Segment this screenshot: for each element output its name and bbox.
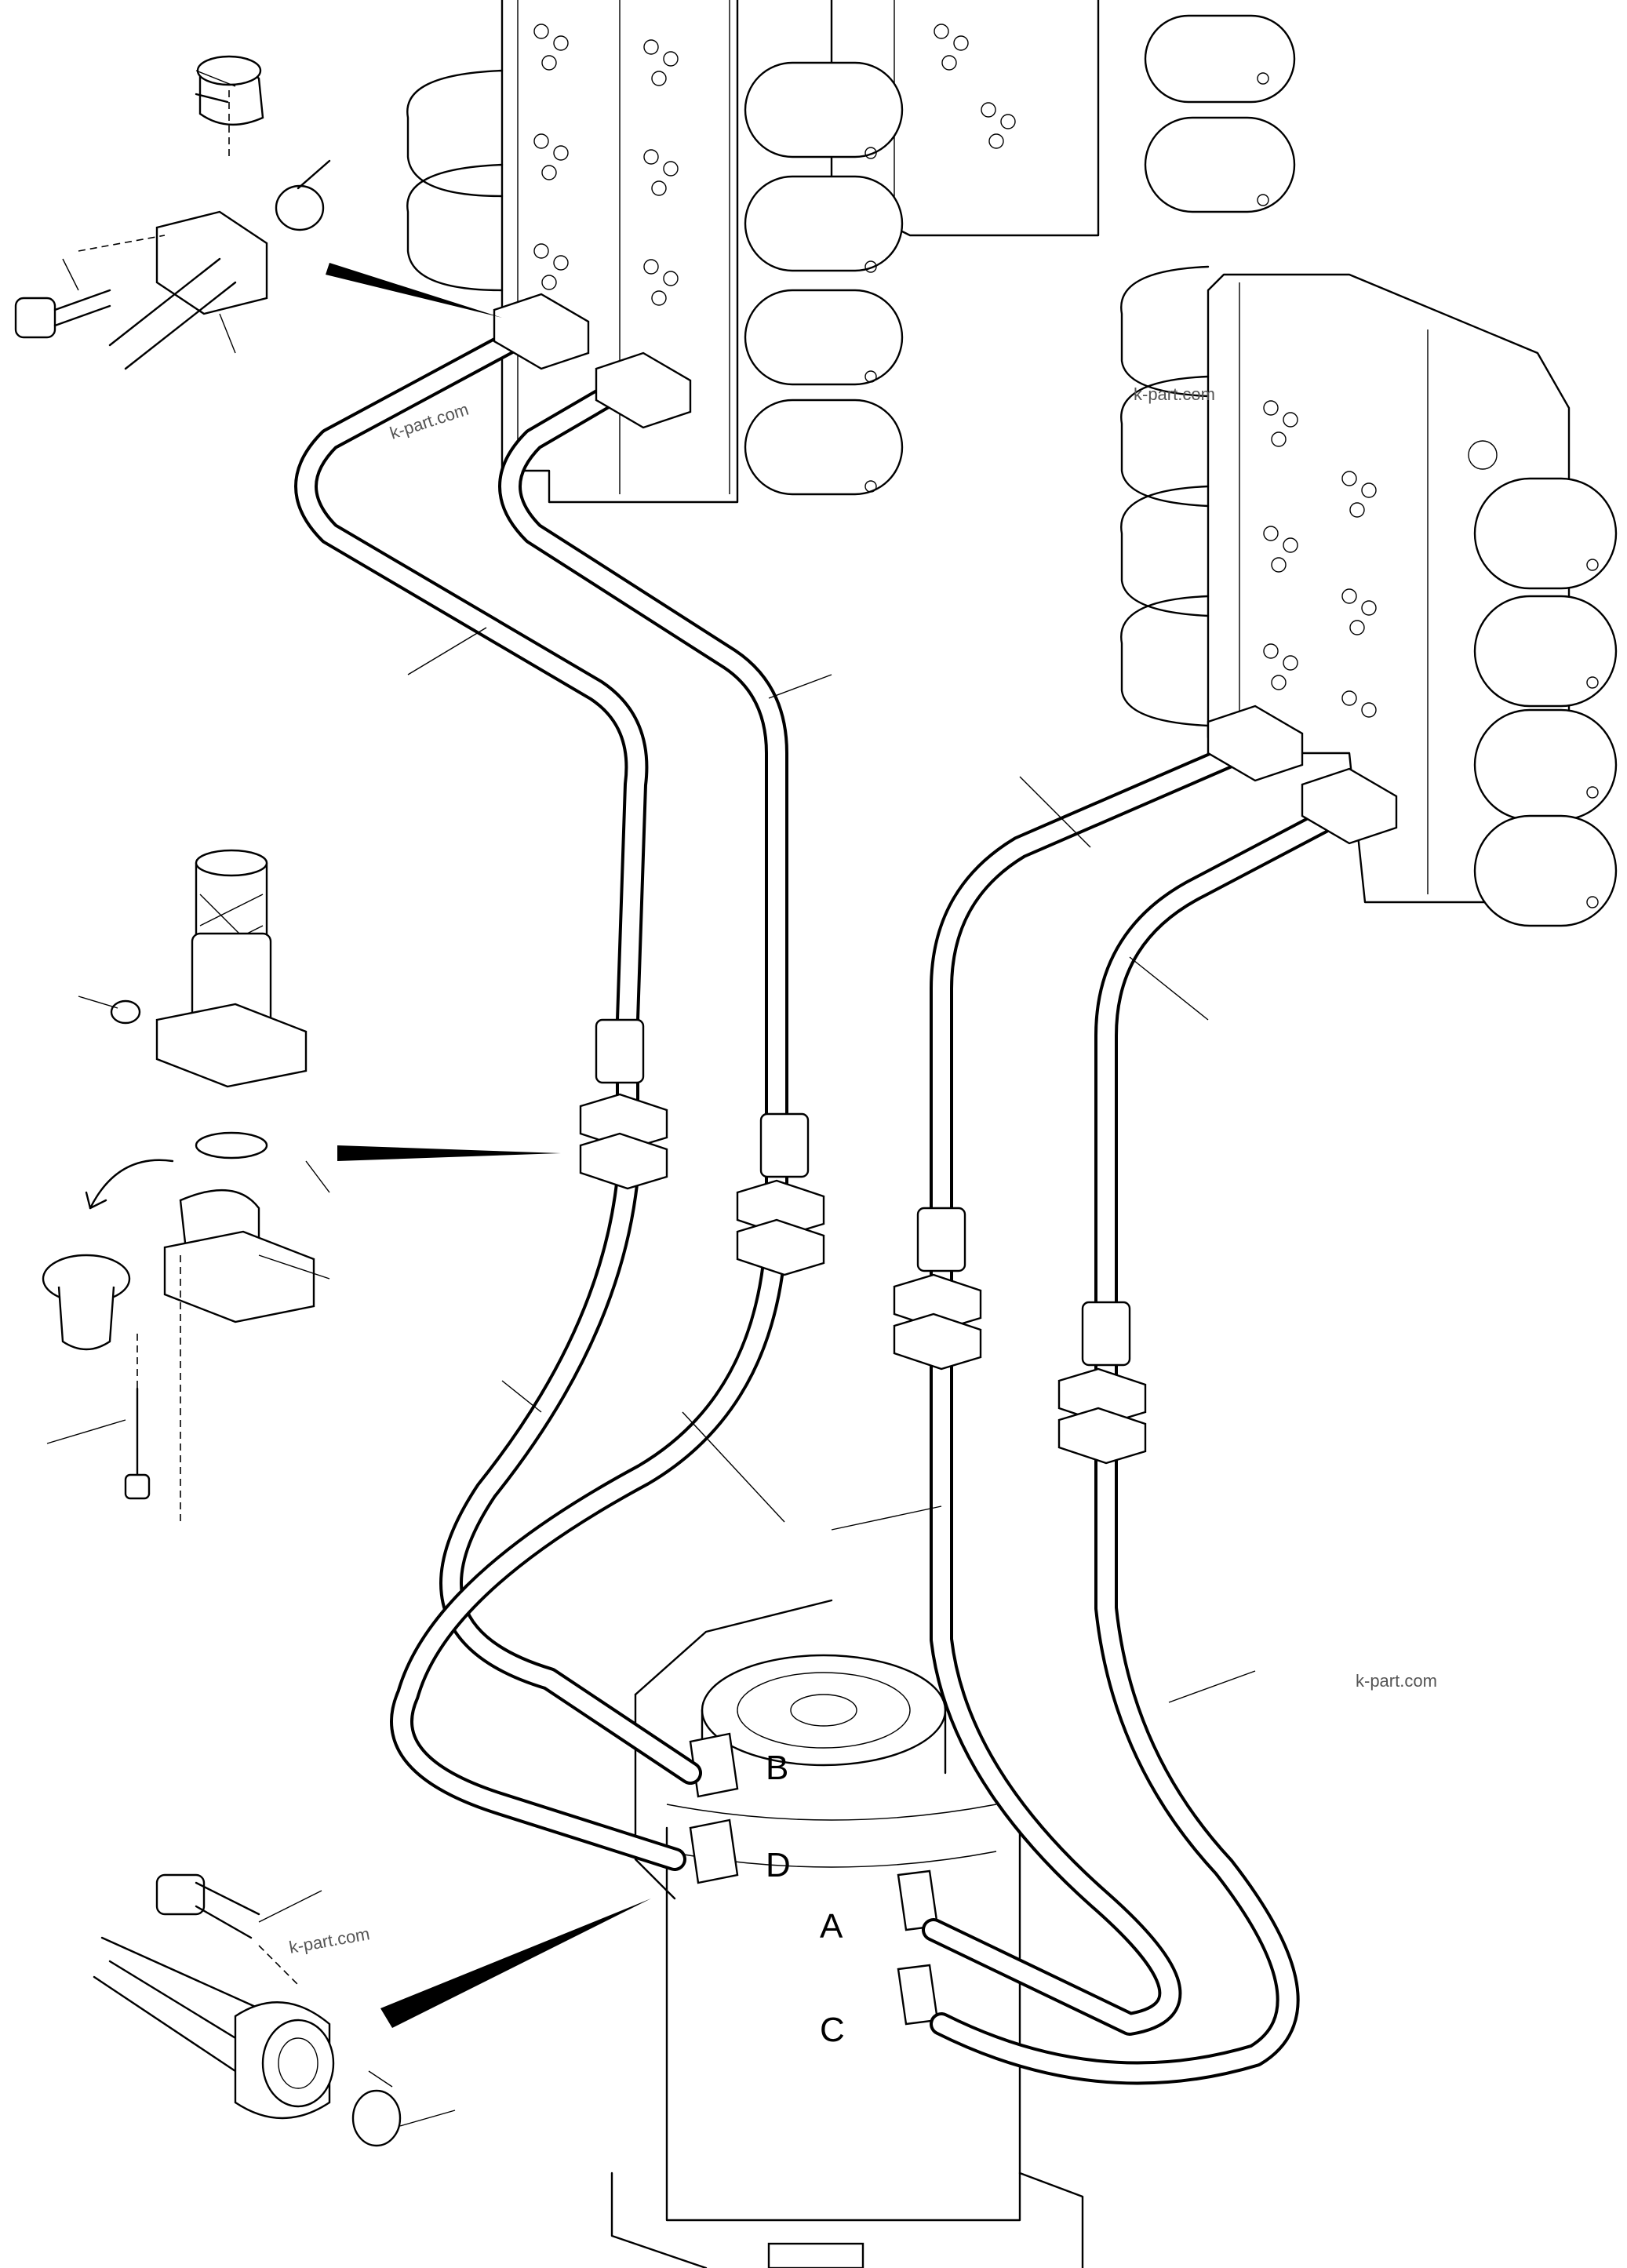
watermark-4: k-part.com	[288, 1924, 372, 1957]
detail-top-left	[14, 55, 331, 370]
flange-connectors	[493, 293, 1398, 1465]
detail-bottom-left	[93, 1873, 402, 2147]
port-label-c: C	[820, 2011, 845, 2049]
watermark-2: k-part.com	[1134, 384, 1215, 404]
watermark-3: k-part.com	[1356, 1671, 1437, 1691]
detail-left	[42, 849, 315, 1522]
swivel-joint	[610, 1599, 1084, 2268]
leader-lines	[46, 70, 1256, 2127]
port-label-d: D	[766, 1846, 791, 1884]
port-label-b: B	[766, 1749, 788, 1787]
hoses	[294, 318, 1361, 2085]
upper-control-valve	[406, 0, 1296, 504]
pointer-wedges	[326, 263, 651, 2028]
right-control-valve	[1120, 265, 1618, 927]
port-label-a: A	[820, 1907, 843, 1946]
